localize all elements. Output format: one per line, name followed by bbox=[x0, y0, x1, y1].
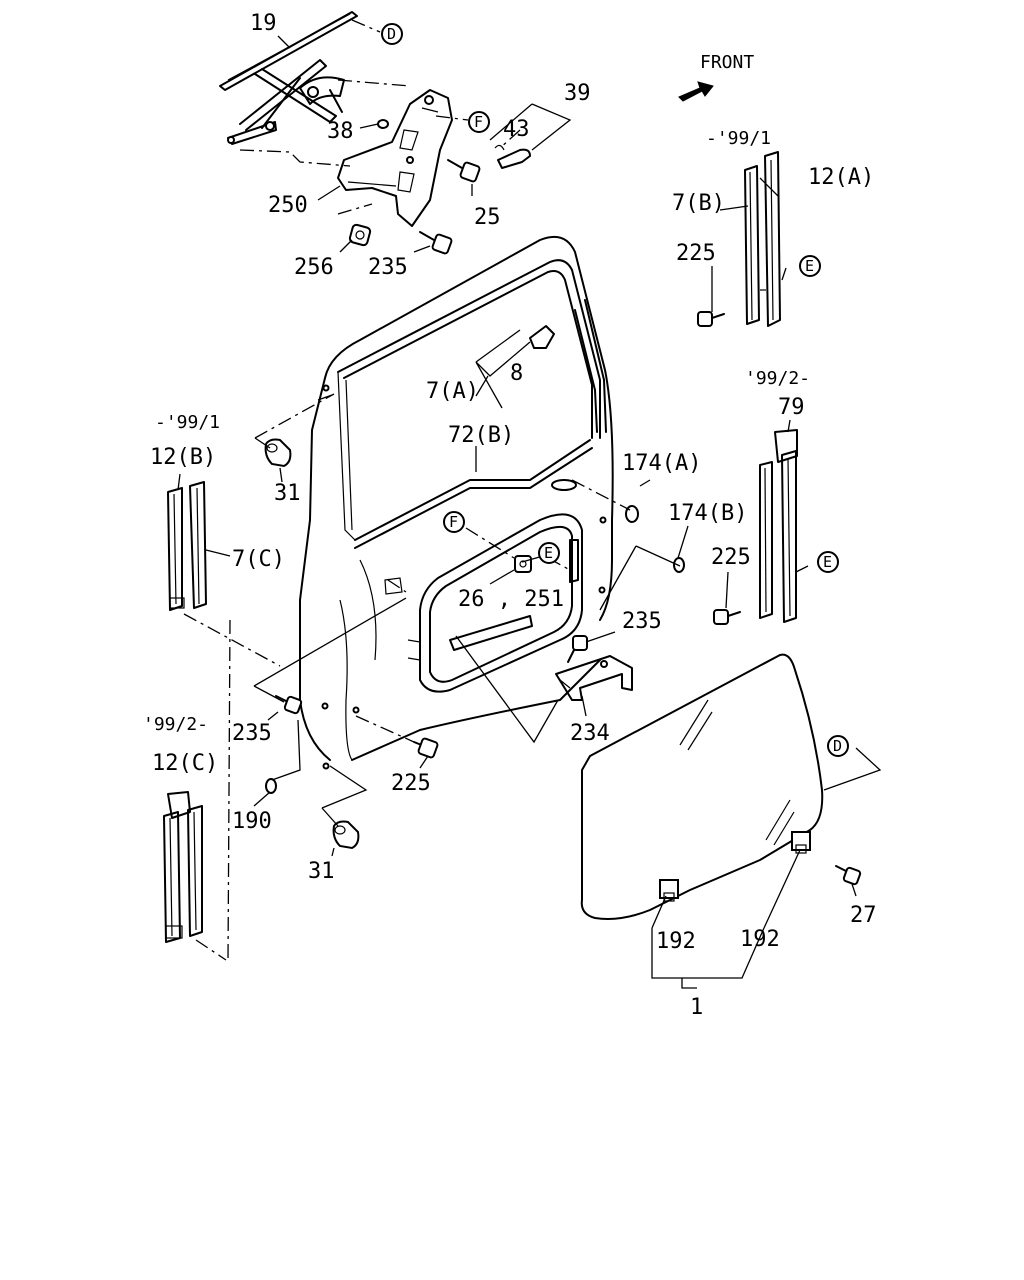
callout-25: 25 bbox=[474, 205, 501, 230]
nut-26-251 bbox=[514, 555, 532, 573]
variant-note-bottom-left: '99/2- bbox=[143, 714, 208, 735]
front-label: FRONT bbox=[700, 52, 754, 73]
front-arrow-icon bbox=[678, 81, 714, 102]
callout-192-right: 192 bbox=[740, 927, 780, 952]
callout-192-left: 192 bbox=[656, 929, 696, 954]
nut-256 bbox=[348, 223, 372, 247]
callout-31-top: 31 bbox=[274, 481, 301, 506]
variant-note-mid-right: '99/2- bbox=[745, 368, 810, 389]
callout-12c: 12(C) bbox=[152, 751, 218, 776]
window-regulator-assembly bbox=[219, 11, 531, 227]
callout-235-mid: 235 bbox=[622, 609, 662, 634]
callout-256: 256 bbox=[294, 255, 334, 280]
ref-mark-d-top: D bbox=[381, 23, 403, 45]
svg-text:F: F bbox=[449, 513, 458, 531]
door-glass-1 bbox=[580, 653, 824, 920]
bolt-235-top bbox=[419, 231, 453, 255]
callout-235-top: 235 bbox=[368, 255, 408, 280]
glass-bracket-234 bbox=[555, 655, 633, 701]
callout-72b: 72(B) bbox=[448, 423, 514, 448]
callout-38: 38 bbox=[327, 119, 354, 144]
ref-mark-e-mid: E bbox=[538, 542, 560, 564]
callout-27: 27 bbox=[850, 903, 877, 928]
svg-text:D: D bbox=[833, 737, 842, 755]
callout-190: 190 bbox=[232, 809, 272, 834]
callout-labels: 19 39 43 38 250 25 256 235 -'99/1 12(A) … bbox=[143, 11, 877, 1020]
callout-234: 234 bbox=[570, 721, 610, 746]
reference-marks: D F E F E E D bbox=[381, 23, 849, 757]
callout-174b: 174(B) bbox=[668, 501, 747, 526]
callout-1: 1 bbox=[690, 995, 703, 1020]
ref-mark-e-right-mid: E bbox=[817, 551, 839, 573]
svg-text:F: F bbox=[474, 113, 483, 131]
bolt-27 bbox=[835, 865, 862, 886]
callout-12b: 12(B) bbox=[150, 445, 216, 470]
callout-225-bottom: 225 bbox=[391, 771, 431, 796]
bolt-225-bottom bbox=[413, 737, 439, 759]
bolt-225-right-mid bbox=[713, 609, 741, 625]
callout-7b: 7(B) bbox=[672, 191, 725, 216]
callout-7c: 7(C) bbox=[232, 547, 285, 572]
svg-text:E: E bbox=[823, 553, 832, 571]
callout-39: 39 bbox=[564, 81, 591, 106]
callout-12a: 12(A) bbox=[808, 165, 874, 190]
door-inner-panel bbox=[299, 236, 614, 770]
callout-174a: 174(A) bbox=[622, 451, 701, 476]
callout-7a: 7(A) bbox=[426, 379, 479, 404]
callout-79: 79 bbox=[778, 395, 805, 420]
svg-text:E: E bbox=[805, 257, 814, 275]
ref-mark-f-top: F bbox=[468, 111, 490, 133]
callout-8: 8 bbox=[510, 361, 523, 386]
run-channel-lower-left bbox=[163, 791, 203, 943]
variant-note-top-right: -'99/1 bbox=[706, 128, 771, 149]
callout-26-251: 26 , 251 bbox=[458, 587, 564, 612]
stopper-31-top bbox=[264, 438, 292, 468]
callout-225-right-mid: 225 bbox=[711, 545, 751, 570]
plug-190 bbox=[265, 778, 277, 794]
bolt-235-mid bbox=[567, 635, 588, 663]
bolt-235-left bbox=[275, 695, 303, 715]
callout-43: 43 bbox=[503, 117, 530, 142]
ref-mark-d-right: D bbox=[827, 735, 849, 757]
run-channel-upper-left bbox=[167, 481, 207, 611]
callout-31-bottom: 31 bbox=[308, 859, 335, 884]
stopper-31-bottom bbox=[332, 820, 360, 850]
front-direction-indicator: FRONT bbox=[678, 52, 754, 102]
run-channel-upper-right bbox=[744, 151, 781, 327]
ref-mark-f-mid: F bbox=[443, 511, 465, 533]
run-channel-lower-right bbox=[759, 429, 798, 623]
ref-mark-e-right-top: E bbox=[799, 255, 821, 277]
callout-250: 250 bbox=[268, 193, 308, 218]
bolt-25 bbox=[447, 159, 481, 183]
bolt-225-right-top bbox=[697, 311, 725, 327]
callout-235-left: 235 bbox=[232, 721, 272, 746]
callout-225-right-top: 225 bbox=[676, 241, 716, 266]
callout-19: 19 bbox=[250, 11, 277, 36]
variant-note-mid-left: -'99/1 bbox=[155, 412, 220, 433]
svg-text:D: D bbox=[387, 25, 396, 43]
svg-text:E: E bbox=[544, 544, 553, 562]
